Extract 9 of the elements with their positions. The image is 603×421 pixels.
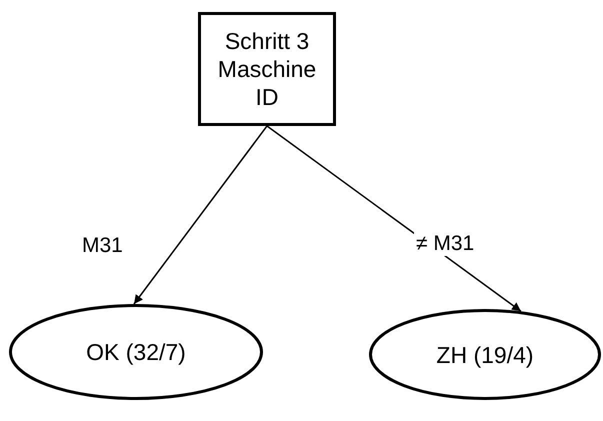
node-label: ZH (19/4) [435,340,535,368]
arrow [266,125,522,312]
result-ellipse [9,304,263,400]
node-label: Schritt 3 Maschine ID [216,27,318,111]
arrow [133,126,268,304]
edge-label: ≠ M31 [414,232,476,256]
result-ellipse [369,309,601,400]
node-label: OK (32/7) [85,338,187,366]
decision-box [198,12,336,126]
